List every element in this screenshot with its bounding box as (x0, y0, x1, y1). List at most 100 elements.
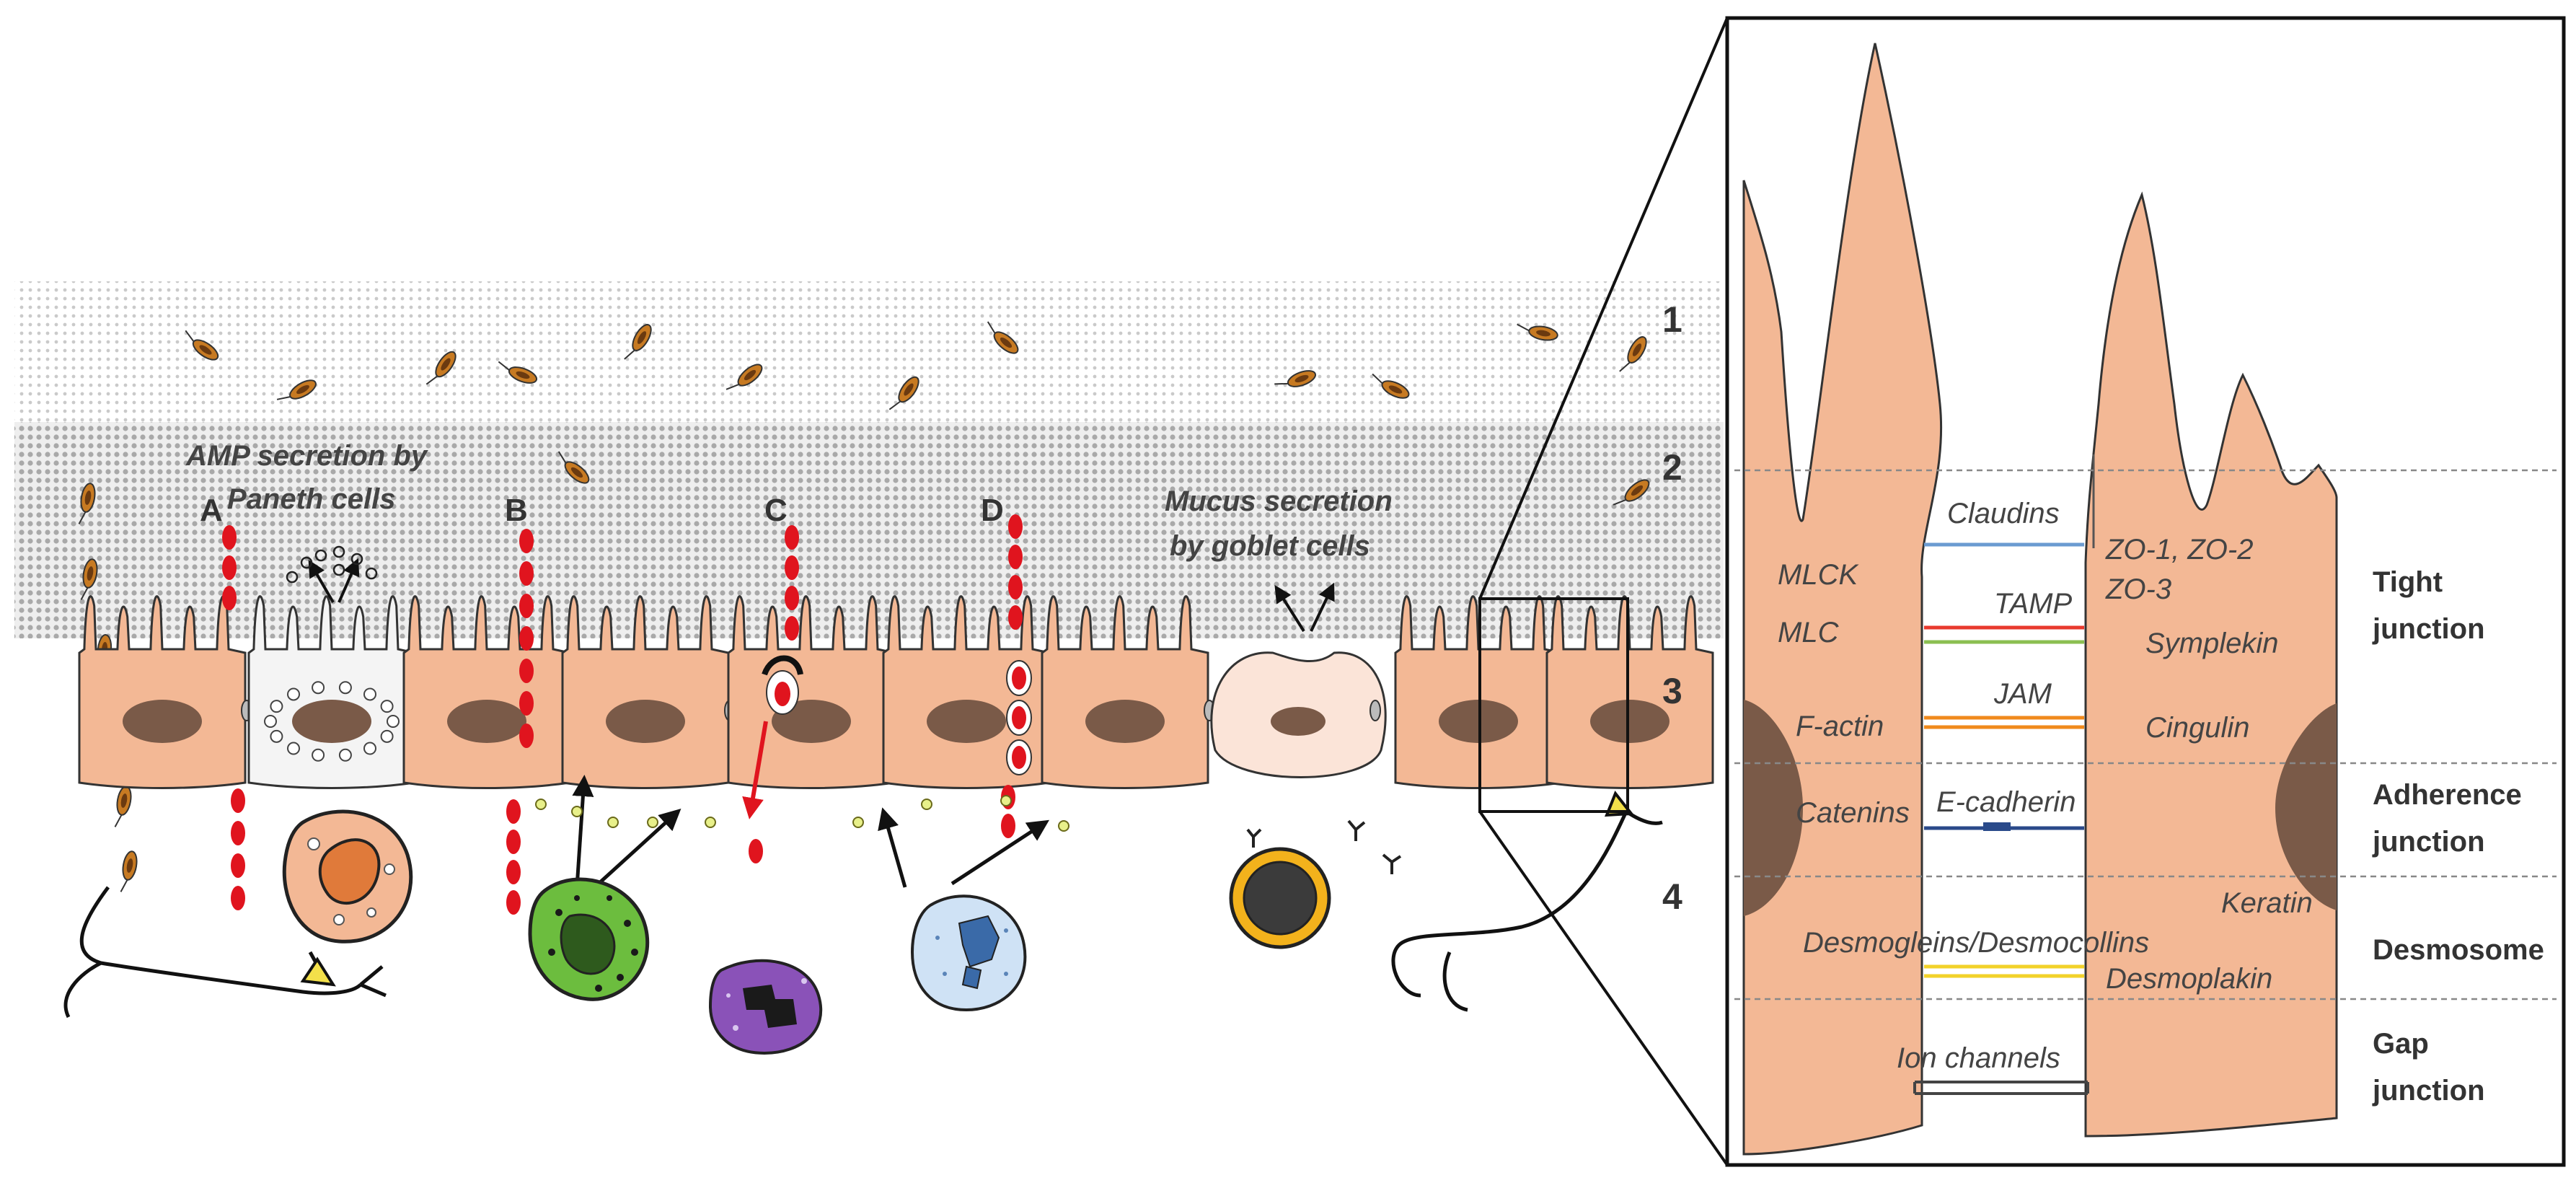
outer-mucus-layer (14, 281, 1724, 426)
zoom-line-bottom (1478, 810, 1729, 1166)
label-catenins: Catenins (1796, 797, 1910, 829)
red-particle (1008, 545, 1023, 569)
layer-label-4: 4 (1662, 876, 1682, 917)
red-particle (222, 525, 237, 550)
b-cell (1229, 819, 1402, 949)
bacterium (1274, 370, 1317, 387)
red-particle (231, 886, 245, 910)
red-particle (231, 788, 245, 813)
bacterium (725, 364, 763, 390)
enterocyte (1545, 595, 1714, 789)
layer-label-2: 2 (1662, 447, 1682, 488)
red-particle (519, 626, 534, 651)
red-particle (519, 529, 534, 553)
plasma-cell (282, 809, 413, 944)
label-desmoplakin: Desmoplakin (2106, 963, 2272, 995)
label-mlc: MLC (1778, 617, 1840, 648)
bacterium (185, 330, 219, 361)
zoom-selection-box (1478, 597, 1629, 813)
endocytosis-cap (762, 655, 803, 676)
bacterium (557, 451, 590, 484)
red-particle (785, 586, 799, 610)
red-particle (231, 853, 245, 878)
red-particle (519, 691, 534, 716)
red-particle (1008, 605, 1023, 630)
zoom-panel: MLCK MLC F-actin Catenins Claudins TAMP … (1725, 16, 2566, 1167)
caption-mucus-2: by goblet cells (1170, 530, 1370, 562)
mast-cell (910, 894, 1027, 1012)
red-particle (1008, 575, 1023, 599)
bacterium (1517, 323, 1558, 341)
zoom-line-top (1478, 17, 1729, 599)
label-jam: JAM (1993, 678, 2052, 710)
red-particle (749, 839, 763, 863)
label-factin: F-actin (1796, 711, 1884, 742)
label-cingulin: Cingulin (2145, 712, 2250, 744)
red-particle (519, 594, 534, 618)
label-claudins: Claudins (1947, 498, 2060, 529)
junction-tight-1: Tight (2373, 566, 2443, 598)
red-particle (785, 525, 799, 550)
enteric-neuron-right (1391, 791, 1663, 1012)
bacterium (624, 324, 652, 360)
label-zo1: ZO-1, ZO-2 (2105, 534, 2253, 566)
label-tamp: TAMP (1994, 588, 2072, 620)
red-particle (519, 659, 534, 683)
bacterium (888, 376, 919, 410)
red-particle-routes (222, 514, 1032, 915)
neutrophil-cell (708, 959, 823, 1055)
route-label-b: B (505, 493, 528, 528)
red-particle (785, 555, 799, 580)
red-particle (785, 616, 799, 641)
label-symplekin: Symplekin (2145, 628, 2279, 659)
label-ion: Ion channels (1897, 1042, 2060, 1074)
goblet-cell (1210, 651, 1387, 778)
route-label-d: D (981, 493, 1004, 528)
red-particle (506, 830, 521, 854)
cytokine-dots (535, 795, 1069, 832)
bacterium (1613, 479, 1650, 506)
bacterium (120, 850, 138, 892)
red-particle (1012, 746, 1026, 769)
red-particle (775, 682, 790, 706)
red-particle (519, 561, 534, 586)
junction-adh-1: Adherence (2373, 779, 2522, 811)
bacterium (1372, 373, 1410, 399)
bacterium (114, 786, 132, 827)
paneth-cell (247, 595, 422, 789)
red-particle (222, 586, 237, 610)
label-desmo: Desmogleins/Desmocollins (1803, 927, 2149, 959)
enterocyte (78, 595, 252, 789)
caption-mucus-1: Mucus secretion (1165, 485, 1393, 517)
amp-granules (286, 545, 378, 584)
label-keratin: Keratin (2221, 887, 2313, 919)
route-label-a: A (200, 493, 223, 528)
layer-label-3: 3 (1662, 671, 1682, 711)
secretion-arrows (308, 558, 1335, 888)
junction-tight-2: junction (2372, 613, 2485, 645)
red-particle (1008, 514, 1023, 539)
bacterium (276, 379, 317, 400)
bacterium (80, 558, 98, 600)
bacterium (78, 483, 96, 524)
enterocyte (561, 595, 736, 789)
enteric-neuron-left (63, 886, 387, 1019)
junction-adh-2: junction (2372, 826, 2485, 858)
junction-gap-1: Gap (2373, 1028, 2429, 1060)
caption-amp-2: Paneth cells (227, 483, 395, 515)
bacterium (1619, 336, 1647, 372)
route-label-c: C (764, 493, 788, 528)
red-particle (506, 890, 521, 915)
label-mlck: MLCK (1778, 559, 1859, 591)
caption-amp-1: AMP secretion by (185, 440, 428, 472)
label-ecadherin: E-cadherin (1936, 786, 2076, 818)
zoom-left-cell (1742, 43, 1943, 1156)
red-particle (222, 555, 237, 580)
bacterium (987, 321, 1019, 354)
bacterium (425, 351, 456, 385)
label-zo3: ZO-3 (2105, 573, 2171, 605)
red-particle (519, 724, 534, 748)
junction-desmosome: Desmosome (2373, 934, 2544, 966)
